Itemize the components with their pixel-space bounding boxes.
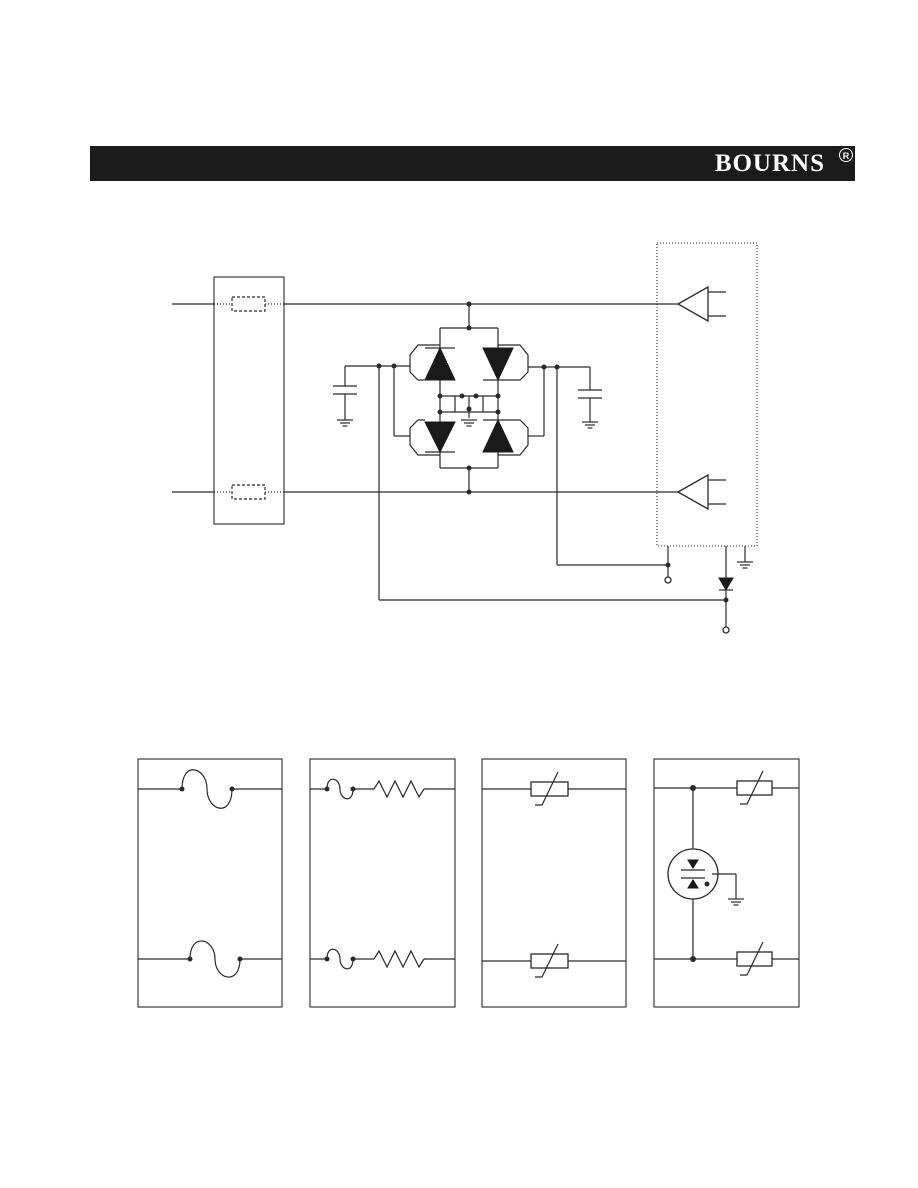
line-driver-bottom <box>676 473 709 511</box>
line-driver-top <box>676 285 709 323</box>
gas-discharge-tube <box>667 848 719 900</box>
option-fuse-resistor <box>309 758 456 1008</box>
thyristor-bridge <box>409 304 529 492</box>
option-gdt-ptc <box>653 758 800 1008</box>
header-banner: BOURNS R <box>90 146 855 181</box>
thyristor-top-right <box>482 347 514 382</box>
resistor-symbol-bottom <box>373 949 425 969</box>
line-driver-box <box>656 242 758 547</box>
fuse-symbol-top <box>181 769 233 809</box>
thyristor-top-left <box>424 346 456 381</box>
brand-logo: BOURNS <box>714 150 825 177</box>
thyristor-bottom-left <box>424 421 456 454</box>
terminal-gate <box>722 626 730 634</box>
series-resistor-ring <box>231 484 266 500</box>
fuse-symbol-bottom <box>189 940 241 978</box>
option-fuse <box>137 758 283 1008</box>
option-ptc <box>481 758 627 1008</box>
terminal-vbat <box>664 576 672 584</box>
registered-mark: R <box>839 148 853 162</box>
series-resistor-tip <box>231 296 266 312</box>
thyristor-bottom-right <box>482 418 514 453</box>
main-schematic <box>172 242 758 634</box>
protector-module-box <box>213 276 285 525</box>
ground-diode <box>718 577 734 591</box>
resistor-symbol-top <box>373 779 425 799</box>
